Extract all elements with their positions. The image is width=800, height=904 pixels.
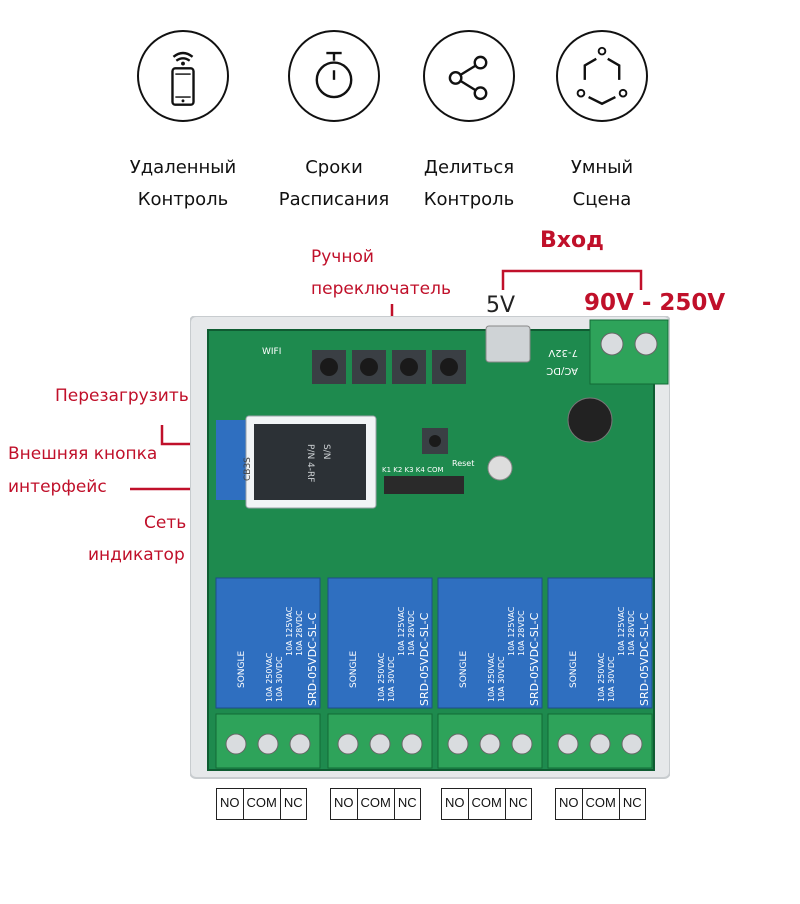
feature-line2: Контроль bbox=[423, 189, 515, 210]
terminal-com: COM bbox=[244, 789, 281, 819]
network-label-2: индикатор bbox=[88, 545, 185, 565]
board-voltage-text: 7-32V bbox=[548, 347, 578, 358]
relay-4-terminals: NO COM NC bbox=[555, 788, 646, 820]
module-model-text: CB3S bbox=[243, 457, 253, 481]
relay-rating: 10A 28VDC bbox=[295, 610, 304, 656]
timer-icon bbox=[288, 30, 380, 122]
network-label-1: Сеть bbox=[144, 513, 187, 533]
feature-line1: Удаленный bbox=[129, 157, 237, 178]
external-button-label-2: интерфейс bbox=[8, 477, 107, 497]
relay-rating: 10A 250VAC bbox=[487, 652, 496, 702]
terminal-nc: NC bbox=[283, 795, 303, 810]
smart-scene-icon bbox=[556, 30, 648, 122]
feature-remote-control: Удаленный Контроль bbox=[108, 30, 258, 216]
relay-rating: 10A 30VDC bbox=[607, 656, 616, 702]
relay-rating: 10A 250VAC bbox=[377, 652, 386, 702]
relay-4-labels: SONGLE 10A 250VAC 10A 30VDC 10A 125VAC 1… bbox=[569, 606, 651, 706]
terminal-com: COM bbox=[583, 789, 620, 819]
board-header-pins-text: K1 K2 K3 K4 COM bbox=[382, 466, 444, 474]
module-pn-text: P/N 4-RF bbox=[305, 444, 315, 482]
input-title: Вход bbox=[540, 228, 604, 253]
terminal-nc: NC bbox=[622, 795, 642, 810]
voltage-high-label: 90V - 250V bbox=[584, 290, 726, 316]
feature-schedule: Сроки Расписания bbox=[259, 30, 409, 216]
relay-3-labels: SONGLE 10A 250VAC 10A 30VDC 10A 125VAC 1… bbox=[459, 606, 541, 706]
terminal-nc: NC bbox=[397, 795, 417, 810]
feature-smart-scene: Умный Сцена bbox=[527, 30, 677, 216]
remote-phone-icon bbox=[137, 30, 229, 122]
relay-brand: SONGLE bbox=[569, 650, 579, 688]
terminal-no: NO bbox=[442, 789, 469, 819]
relay-rating: 10A 250VAC bbox=[265, 652, 274, 702]
reboot-label: Перезагрузить bbox=[55, 386, 189, 406]
manual-switch-label-1: Ручной bbox=[311, 247, 374, 267]
terminal-no: NO bbox=[217, 789, 244, 819]
relay-board: WIFI 7-32V AC/DC Reset K1 K2 K3 K4 COM C… bbox=[189, 315, 671, 786]
relay-rating: 10A 125VAC bbox=[285, 606, 294, 656]
relay-rating: 10A 30VDC bbox=[497, 656, 506, 702]
terminal-no: NO bbox=[556, 789, 583, 819]
feature-line2: Расписания bbox=[278, 189, 390, 210]
board-acdc-text: AC/DC bbox=[546, 365, 578, 376]
relay-2-terminals: NO COM NC bbox=[330, 788, 421, 820]
voltage-low-label: 5V bbox=[486, 293, 516, 318]
terminal-nc: NC bbox=[508, 795, 528, 810]
share-icon bbox=[423, 30, 515, 122]
relay-rating: 10A 28VDC bbox=[627, 610, 636, 656]
relay-model: SRD-05VDC-SL-C bbox=[528, 612, 541, 706]
feature-share-control: Делиться Контроль bbox=[394, 30, 544, 216]
feature-line2: Сцена bbox=[572, 189, 632, 210]
relay-rating: 10A 125VAC bbox=[397, 606, 406, 656]
relay-brand: SONGLE bbox=[237, 650, 247, 688]
relay-rating: 10A 125VAC bbox=[507, 606, 516, 656]
external-button-label-1: Внешняя кнопка bbox=[8, 444, 158, 464]
feature-line1: Сроки bbox=[305, 157, 363, 178]
relay-model: SRD-05VDC-SL-C bbox=[638, 612, 651, 706]
terminal-no: NO bbox=[331, 789, 358, 819]
relay-rating: 10A 30VDC bbox=[387, 656, 396, 702]
relay-model: SRD-05VDC-SL-C bbox=[306, 612, 319, 706]
feature-line1: Делиться bbox=[423, 157, 515, 178]
manual-switch-label-2: переключатель bbox=[311, 279, 451, 299]
relay-rating: 10A 250VAC bbox=[597, 652, 606, 702]
relay-brand: SONGLE bbox=[349, 650, 359, 688]
feature-line2: Контроль bbox=[137, 189, 229, 210]
relay-3-terminals: NO COM NC bbox=[441, 788, 532, 820]
relay-1-labels: SONGLE 10A 250VAC 10A 30VDC 10A 125VAC 1… bbox=[237, 606, 319, 706]
relay-2-labels: SONGLE 10A 250VAC 10A 30VDC 10A 125VAC 1… bbox=[349, 606, 431, 706]
module-sn-text: S/N bbox=[321, 444, 331, 459]
relay-brand: SONGLE bbox=[459, 650, 469, 688]
feature-line1: Умный bbox=[570, 157, 634, 178]
relay-rating: 10A 28VDC bbox=[517, 610, 526, 656]
relay-model: SRD-05VDC-SL-C bbox=[418, 612, 431, 706]
terminal-com: COM bbox=[469, 789, 506, 819]
relay-rating: 10A 28VDC bbox=[407, 610, 416, 656]
relay-1-terminals: NO COM NC bbox=[216, 788, 307, 820]
relay-rating: 10A 30VDC bbox=[275, 656, 284, 702]
board-reset-text: Reset bbox=[452, 459, 474, 468]
relay-rating: 10A 125VAC bbox=[617, 606, 626, 656]
board-wifi-text: WIFI bbox=[262, 347, 281, 357]
terminal-com: COM bbox=[358, 789, 395, 819]
